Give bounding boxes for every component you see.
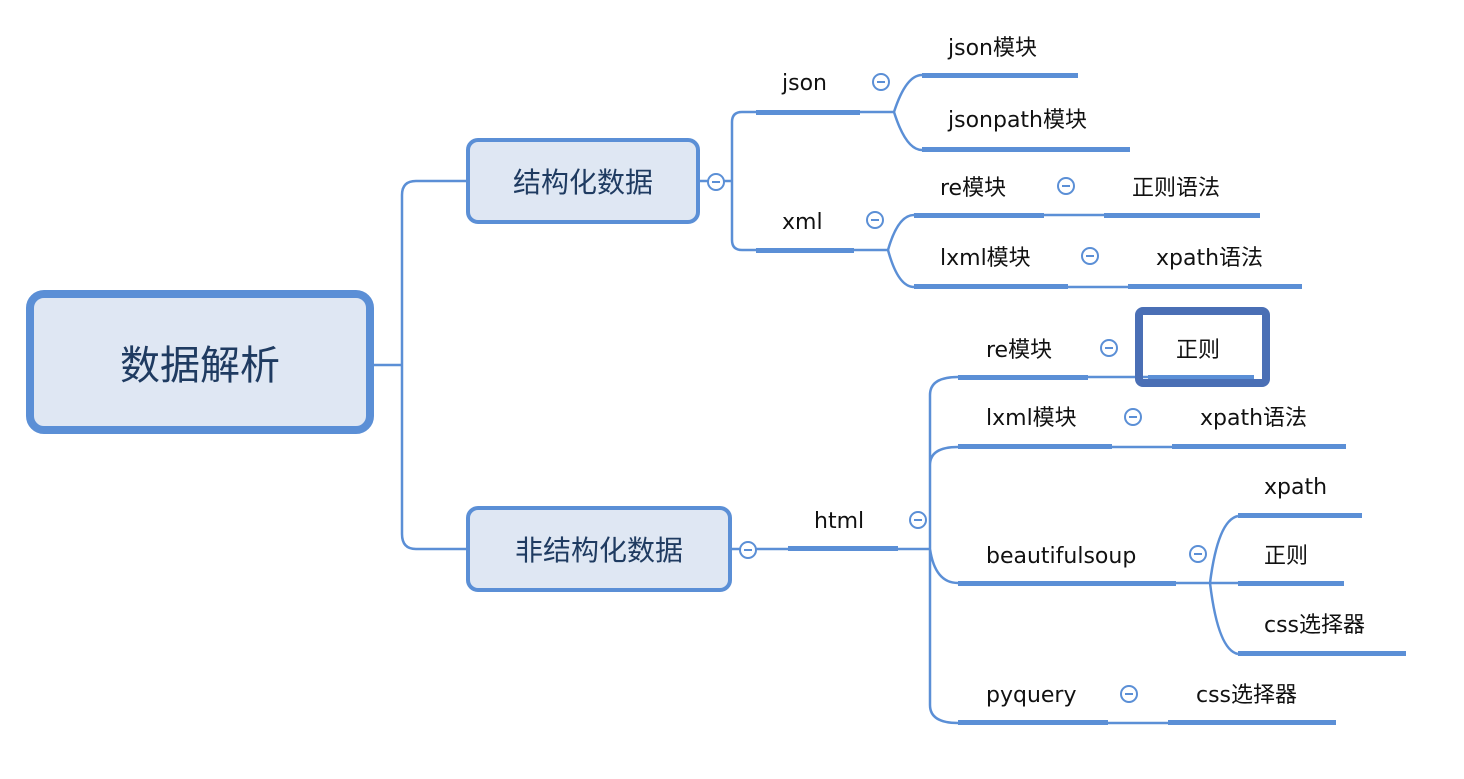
- connector-html: [898, 375, 959, 725]
- root-node[interactable]: 数据解析: [26, 290, 374, 434]
- xml-lxml-module-label: lxml模块: [940, 246, 1031, 271]
- html-underline: [788, 546, 898, 551]
- xml-xpath-syntax-label: xpath语法: [1156, 246, 1264, 271]
- beautifulsoup-underline: [958, 581, 1176, 586]
- beautifulsoup-label: beautifulsoup: [986, 544, 1137, 569]
- html-lxml-module-label: lxml模块: [986, 406, 1077, 431]
- html-label: html: [814, 509, 865, 534]
- pyquery-css-selector-underline: [1168, 720, 1336, 725]
- xml-lxml-collapse-icon[interactable]: [1081, 247, 1099, 265]
- xml-re-module-label: re模块: [940, 176, 1007, 201]
- unstructured-label: 非结构化数据: [514, 534, 683, 567]
- html-xpath-syntax-underline: [1172, 444, 1346, 449]
- jsonpath-module-label: jsonpath模块: [948, 108, 1087, 133]
- xml-collapse-icon[interactable]: [866, 211, 884, 229]
- xml-underline: [756, 248, 854, 253]
- beautifulsoup-collapse-icon[interactable]: [1189, 545, 1207, 563]
- unstructured-collapse-icon[interactable]: [739, 541, 757, 559]
- xml-xpath-syntax-underline: [1128, 284, 1302, 289]
- regex-syntax-label: 正则语法: [1132, 176, 1221, 201]
- json-module-label: json模块: [948, 36, 1037, 61]
- xml-lxml-module-underline: [914, 284, 1068, 289]
- root-label: 数据解析: [120, 343, 280, 389]
- bs-regex-underline: [1238, 581, 1344, 586]
- bs-css-selector-label: css选择器: [1264, 613, 1366, 638]
- xml-re-module-underline: [914, 213, 1044, 218]
- pyquery-css-selector-label: css选择器: [1196, 683, 1298, 708]
- highlight-frame: [1135, 307, 1270, 387]
- structured-collapse-icon[interactable]: [707, 173, 725, 191]
- bs-xpath-underline: [1238, 513, 1362, 518]
- bs-regex-label: 正则: [1264, 544, 1309, 569]
- connector-bs: [1176, 514, 1239, 656]
- connector-structured: [700, 110, 756, 252]
- structured-label: 结构化数据: [512, 166, 653, 199]
- jsonpath-module-underline: [922, 147, 1130, 152]
- html-re-module-label: re模块: [986, 338, 1053, 363]
- structured-node[interactable]: 结构化数据: [466, 138, 700, 224]
- xml-label: xml: [782, 210, 823, 235]
- bs-xpath-label: xpath: [1264, 475, 1328, 500]
- bs-css-selector-underline: [1238, 651, 1406, 656]
- html-re-module-underline: [958, 375, 1088, 380]
- json-module-underline: [922, 73, 1078, 78]
- connector-xml: [854, 213, 915, 289]
- html-xpath-syntax-label: xpath语法: [1200, 406, 1308, 431]
- html-lxml-module-underline: [958, 444, 1112, 449]
- html-lxml-collapse-icon[interactable]: [1124, 408, 1142, 426]
- pyquery-collapse-icon[interactable]: [1120, 685, 1138, 703]
- regex-syntax-underline: [1104, 213, 1260, 218]
- connector-root: [374, 179, 466, 551]
- unstructured-node[interactable]: 非结构化数据: [466, 506, 732, 592]
- json-label: json: [782, 71, 827, 96]
- pyquery-underline: [958, 720, 1108, 725]
- json-collapse-icon[interactable]: [872, 73, 890, 91]
- xml-re-collapse-icon[interactable]: [1057, 177, 1075, 195]
- regex-underline: [1148, 375, 1254, 380]
- html-collapse-icon[interactable]: [909, 511, 927, 529]
- html-re-collapse-icon[interactable]: [1100, 339, 1118, 357]
- connector-json: [860, 73, 923, 152]
- regex-label: 正则: [1176, 338, 1221, 363]
- pyquery-label: pyquery: [986, 683, 1077, 708]
- json-underline: [756, 110, 860, 115]
